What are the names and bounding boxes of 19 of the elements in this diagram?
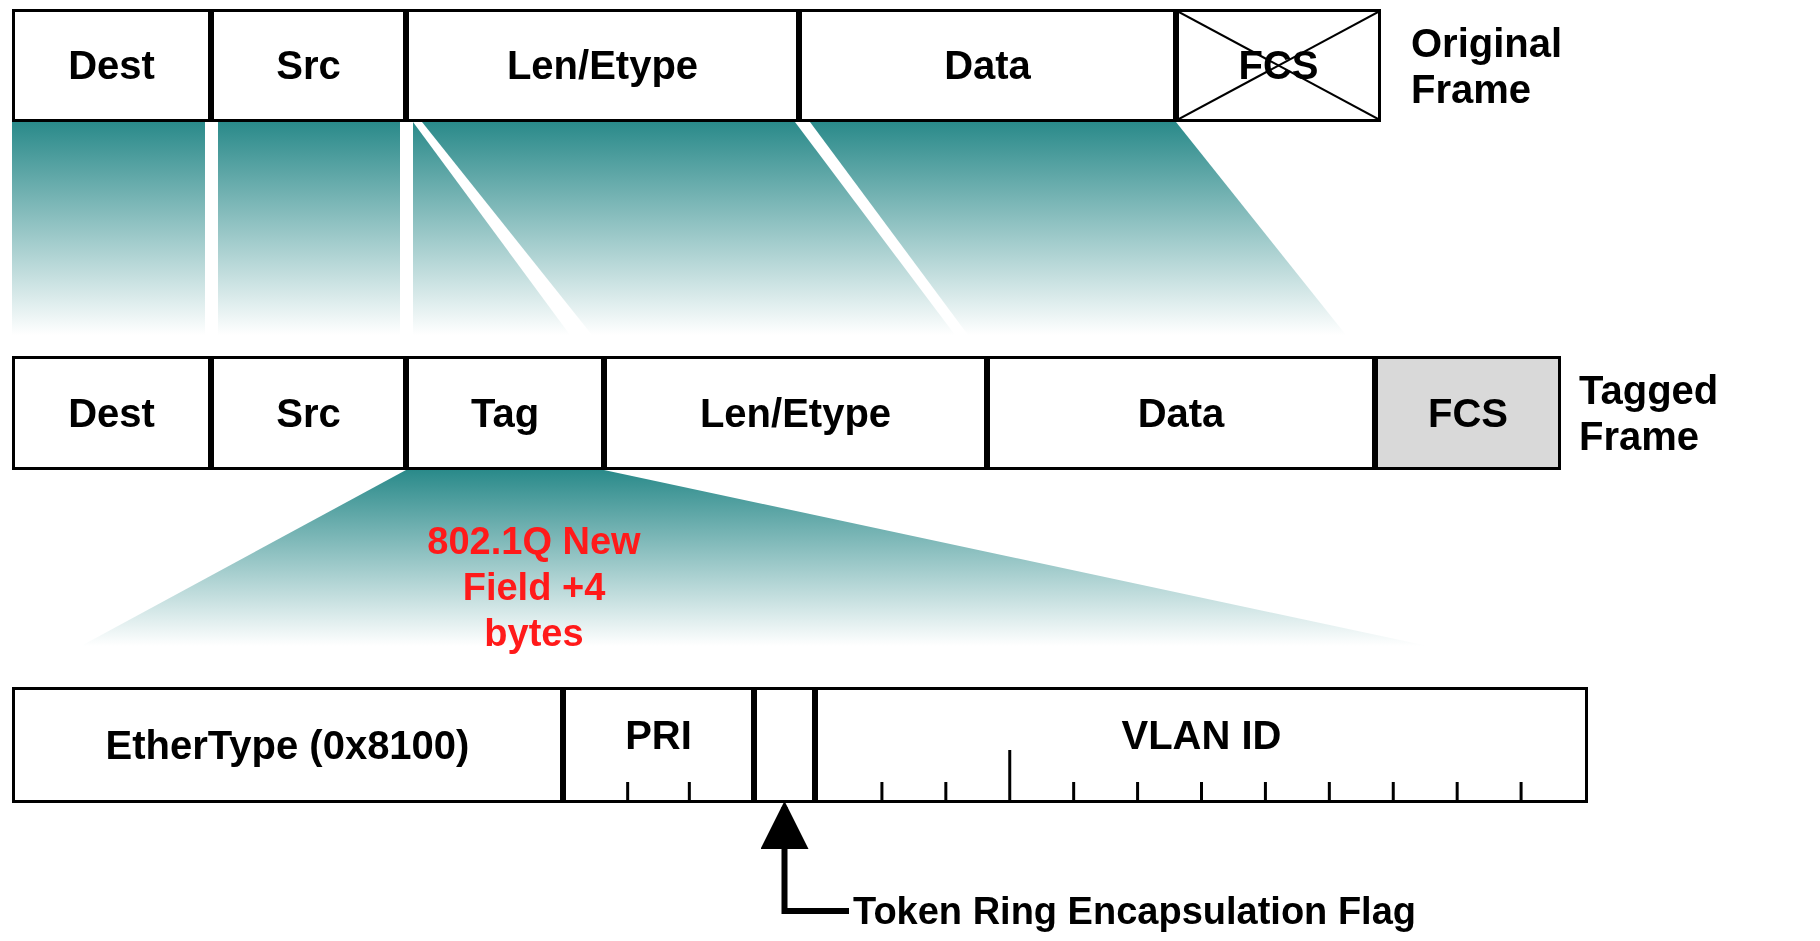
field-cell: VLAN ID [815, 687, 1588, 803]
arrow [760, 801, 849, 914]
annotation-text: 802.1Q New Field +4 bytes [426, 519, 642, 656]
field-cell: Tag [406, 356, 604, 470]
field-cell: Dest [12, 9, 211, 122]
field-cell: Dest [12, 356, 211, 470]
field-cell: EtherType (0x8100) [12, 687, 563, 803]
field-cell: Len/Etype [604, 356, 987, 470]
field-cell: Len/Etype [406, 9, 799, 122]
field-cell: PRI [563, 687, 754, 803]
shaded-field: FCS [1375, 356, 1561, 470]
field-cell: Data [799, 9, 1176, 122]
flag-field [754, 687, 815, 803]
field-cell: Data [987, 356, 1375, 470]
field-cell: Src [211, 9, 406, 122]
callout-text: Token Ring Encapsulation Flag [853, 888, 1416, 934]
field-cell: Src [211, 356, 406, 470]
frame-title: Original Frame [1411, 19, 1564, 112]
frame-title: Tagged Frame [1579, 367, 1720, 459]
